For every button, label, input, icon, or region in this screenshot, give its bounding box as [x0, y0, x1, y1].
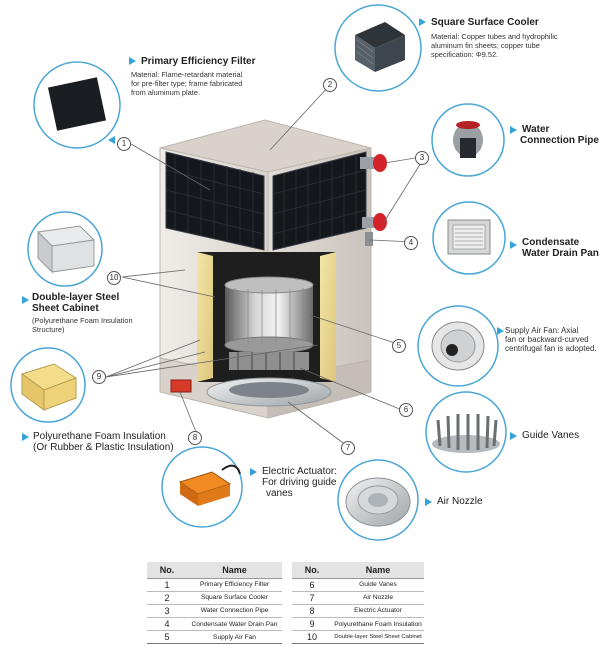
- marker-10: 10: [107, 271, 121, 285]
- pipe-photo: [453, 121, 483, 158]
- cabinet-title: Double-layer Steel Sheet Cabinet: [32, 292, 120, 314]
- fan-photo: [431, 321, 485, 371]
- drain-outlet: [365, 232, 373, 246]
- filter-photo: [47, 77, 107, 131]
- foam-photo: [20, 363, 78, 411]
- marker-7: 7: [341, 441, 355, 455]
- col-no-header: No.: [147, 562, 187, 579]
- pan-title: Condensate Water Drain Pan: [522, 237, 599, 259]
- leader-lines: [105, 84, 425, 449]
- col-no-header: No.: [292, 562, 332, 579]
- cooler-photo: [355, 22, 405, 72]
- col-name-header: Name: [332, 562, 424, 579]
- fan-desc: Supply Air Fan: Axial fan or backward-cu…: [505, 326, 597, 353]
- cooler-title: Square Surface Cooler: [431, 17, 539, 28]
- cabinet-photo: [36, 225, 96, 274]
- pipe-arrow: [510, 126, 517, 134]
- col-name-header: Name: [187, 562, 282, 579]
- actuator-photo: [178, 464, 241, 506]
- actuator-box: [170, 379, 192, 393]
- nozzle-title: Air Nozzle: [437, 496, 483, 507]
- marker-2: 2: [323, 78, 337, 92]
- nozzle-arrow: [425, 498, 432, 506]
- filter-panel-left: [165, 151, 265, 251]
- fan-arrow: [497, 327, 504, 335]
- drain-pan-photo: [447, 219, 491, 255]
- guide-vanes-photo: [432, 414, 500, 453]
- vanes-arrow: [510, 432, 517, 440]
- cooler-desc: Material: Copper tubes and hydrophilic a…: [431, 32, 558, 59]
- pipe-title: Water Connection Pipe: [520, 124, 599, 146]
- marker-8: 8: [188, 431, 202, 445]
- cooler-arrow: [419, 18, 426, 26]
- fan-chamber: [197, 252, 336, 407]
- filter-title-arrow: [129, 57, 136, 65]
- water-pipes: [360, 154, 387, 231]
- nozzle-photo: [345, 477, 411, 527]
- filter-arrow: [108, 136, 115, 144]
- marker-6: 6: [399, 403, 413, 417]
- pan-arrow: [510, 241, 517, 249]
- foam-title: Polyurethane Foam Insulation (Or Rubber …: [33, 431, 174, 453]
- marker-1: 1: [117, 137, 131, 151]
- cabinet-desc: (Polyurethane Foam Insulation Structure): [32, 316, 133, 334]
- marker-3: 3: [415, 151, 429, 165]
- marker-4: 4: [404, 236, 418, 250]
- marker-9: 9: [92, 370, 106, 384]
- cabinet-arrow: [22, 296, 29, 304]
- marker-5: 5: [392, 339, 406, 353]
- actuator-title: Electric Actuator: For driving guide van…: [262, 466, 338, 499]
- filter-title: Primary Efficiency Filter: [141, 56, 256, 67]
- component-circles: [10, 4, 507, 541]
- foam-arrow: [22, 433, 29, 441]
- filter-desc: Material: Flame-retardant material for p…: [131, 70, 243, 97]
- vanes-title: Guide Vanes: [522, 430, 580, 441]
- actuator-arrow: [250, 468, 257, 476]
